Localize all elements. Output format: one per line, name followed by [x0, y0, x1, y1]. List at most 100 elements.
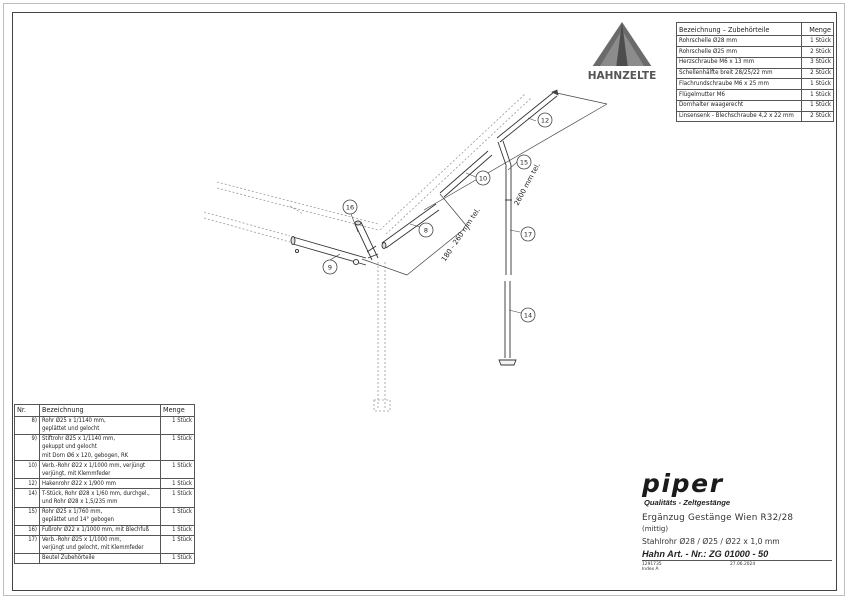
piper-logo: piper	[642, 469, 724, 498]
accessory-table: Bezeichnung – Zubehörteile Menge Rohrsch…	[676, 21, 834, 123]
parts-header-nr: Nr.	[14, 404, 40, 417]
callout-15: 15	[516, 154, 532, 170]
part-number: 14)	[14, 488, 40, 508]
parts-row: Beutel Zubehörteile 1 Stück	[14, 552, 195, 564]
part-qty: 1 Stück	[160, 506, 195, 526]
part-description-line: Beutel Zubehörteile	[42, 555, 95, 562]
svg-text:16: 16	[346, 204, 354, 212]
part-description: T-Stück, Rohr Ø28 x 1/60 mm, durchgel.,u…	[39, 488, 161, 508]
brand-tagline: Qualitäts - Zeltgestänge	[644, 498, 731, 507]
part-number: 9)	[14, 433, 40, 462]
callout-8: 8	[418, 222, 434, 238]
callout-14: 16	[342, 199, 358, 215]
part-description-line: verjüngt, mit Klemmfeder	[42, 470, 111, 477]
callouts: 16 9 8 10 12 15 17 14	[322, 112, 553, 323]
parts-header-name: Bezeichnung	[39, 404, 161, 417]
part-number: 10)	[14, 460, 40, 480]
svg-text:15: 15	[520, 159, 528, 167]
product-subtitle: (mittig)	[642, 525, 669, 533]
product-specs: Stahlrohr Ø28 / Ø25 / Ø22 x 1,0 mm	[642, 537, 780, 546]
callout-10: 10	[475, 170, 491, 186]
part-description-line: gekuppt und gelocht	[42, 444, 97, 451]
pole-15	[497, 140, 512, 197]
part-description-line: Fußrohr Ø22 x 1/1000 mm, mit Blechfuß	[42, 527, 149, 534]
accessory-table-header: Bezeichnung – Zubehörteile Menge	[676, 21, 834, 37]
part-description: Beutel Zubehörteile	[39, 552, 161, 564]
drawing-index: Index A	[642, 567, 659, 572]
part-qty: 1 Stück	[160, 433, 195, 462]
dimension-lines	[361, 89, 608, 276]
pole-17	[505, 197, 512, 275]
part-number: 8)	[14, 415, 40, 435]
accessory-header-qty: Menge	[801, 21, 834, 37]
part-number: 12)	[14, 478, 40, 490]
drawing-date: 27.06.2024	[730, 562, 756, 567]
part-description-line: Stiftrohr Ø25 x 1/1140 mm,	[42, 436, 116, 443]
part-description: Rohr Ø25 x 1/1140 mm, geplättet und geloc…	[39, 415, 161, 435]
part-number: 15)	[14, 506, 40, 526]
part-description-line: geplättet und gelocht	[42, 426, 100, 433]
part-qty: 1 Stück	[160, 552, 195, 564]
poles	[290, 91, 558, 366]
part-description-line: geplättet und 14° gebogen	[42, 517, 114, 524]
parts-row: 17)Verb.-Rohr Ø25 x 1/1000 mm,verjüngt u…	[14, 534, 195, 554]
pole-8	[381, 203, 440, 249]
accessory-header-name: Bezeichnung – Zubehörteile	[676, 21, 802, 37]
part-description-line: Hakenrohr Ø22 x 1/900 mm	[42, 480, 116, 487]
callout-16: 14	[520, 307, 536, 323]
parts-row: 16)Fußrohr Ø22 x 1/1000 mm, mit Blechfuß…	[14, 524, 195, 536]
callout-17: 17	[520, 226, 536, 242]
part-description-line: verjüngt und gelocht, mit Klemmfeder	[42, 545, 144, 552]
leader-lines	[329, 117, 537, 314]
part-description-line: Rohr Ø25 x 1/1140 mm,	[42, 417, 106, 424]
sheet-outer-border	[3, 3, 845, 596]
part-description-line: Verb.-Rohr Ø22 x 1/1000 mm, verjüngt	[42, 462, 146, 469]
part-description-line: T-Stück, Rohr Ø28 x 1/60 mm, durchgel.,	[42, 490, 150, 497]
parts-row: 9)Stiftrohr Ø25 x 1/1140 mm,gekuppt und …	[14, 433, 195, 462]
dimension-180-260: 180 - 260 mm tel.	[440, 206, 482, 263]
part-number	[14, 552, 40, 564]
part-description: Fußrohr Ø22 x 1/1000 mm, mit Blechfuß	[39, 524, 161, 536]
part-description-line: und Rohr Ø28 x 1,5/235 mm	[42, 498, 118, 505]
part-description-line: Verb.-Rohr Ø25 x 1/1000 mm,	[42, 536, 122, 543]
part-description: Rohr Ø25 x 1/760 mm, geplättet und 14° ge…	[39, 506, 161, 526]
title-block: piper Qualitäts - Zeltgestänge Ergänzug …	[642, 469, 832, 572]
parts-row: 14)T-Stück, Rohr Ø28 x 1/60 mm, durchgel…	[14, 488, 195, 508]
parts-row: 8)Rohr Ø25 x 1/1140 mm, geplättet und gel…	[14, 415, 195, 435]
parts-table-header: Nr. Bezeichnung Menge	[14, 404, 195, 417]
part-description: Stiftrohr Ø25 x 1/1140 mm,gekuppt und ge…	[39, 433, 161, 462]
pole-9	[290, 236, 367, 266]
part-description: Hakenrohr Ø22 x 1/900 mm	[39, 478, 161, 490]
part-qty: 1 Stück	[160, 534, 195, 554]
pole-10	[439, 150, 493, 198]
parts-table: Nr. Bezeichnung Menge 8)Rohr Ø25 x 1/114…	[14, 404, 195, 564]
parts-header-qty: Menge	[160, 404, 195, 417]
callout-9: 9	[322, 259, 338, 275]
pole-16	[498, 281, 517, 366]
part-qty: 1 Stück	[160, 415, 195, 435]
logo-text: HAHNZELTE	[588, 70, 657, 82]
hahnzelte-logo: HAHNZELTE	[582, 22, 662, 82]
svg-text:14: 14	[524, 312, 532, 320]
callout-12: 12	[537, 112, 553, 128]
phantom-lines	[203, 93, 532, 412]
part-qty: 1 Stück	[160, 478, 195, 490]
drawing-frame	[12, 12, 837, 591]
part-description: Verb.-Rohr Ø25 x 1/1000 mm, verjüngt und …	[39, 534, 161, 554]
accessory-qty: 2 Stück	[801, 110, 834, 123]
part-description-line: Rohr Ø25 x 1/760 mm,	[42, 508, 103, 515]
parts-table-body: 8)Rohr Ø25 x 1/1140 mm, geplättet und gel…	[14, 415, 195, 564]
drawing-code: 1291735	[642, 562, 662, 567]
svg-text:8: 8	[424, 227, 428, 235]
part-qty: 1 Stück	[160, 488, 195, 508]
svg-text:9: 9	[328, 264, 332, 272]
drawing-meta: 1291735 27.06.2024 Index A	[642, 562, 832, 572]
svg-text:17: 17	[524, 231, 532, 239]
part-description-line: mit Dorn Ø6 x 120, gebogen, RK	[42, 452, 129, 459]
part-number: 16)	[14, 524, 40, 536]
svg-text:10: 10	[479, 175, 487, 183]
